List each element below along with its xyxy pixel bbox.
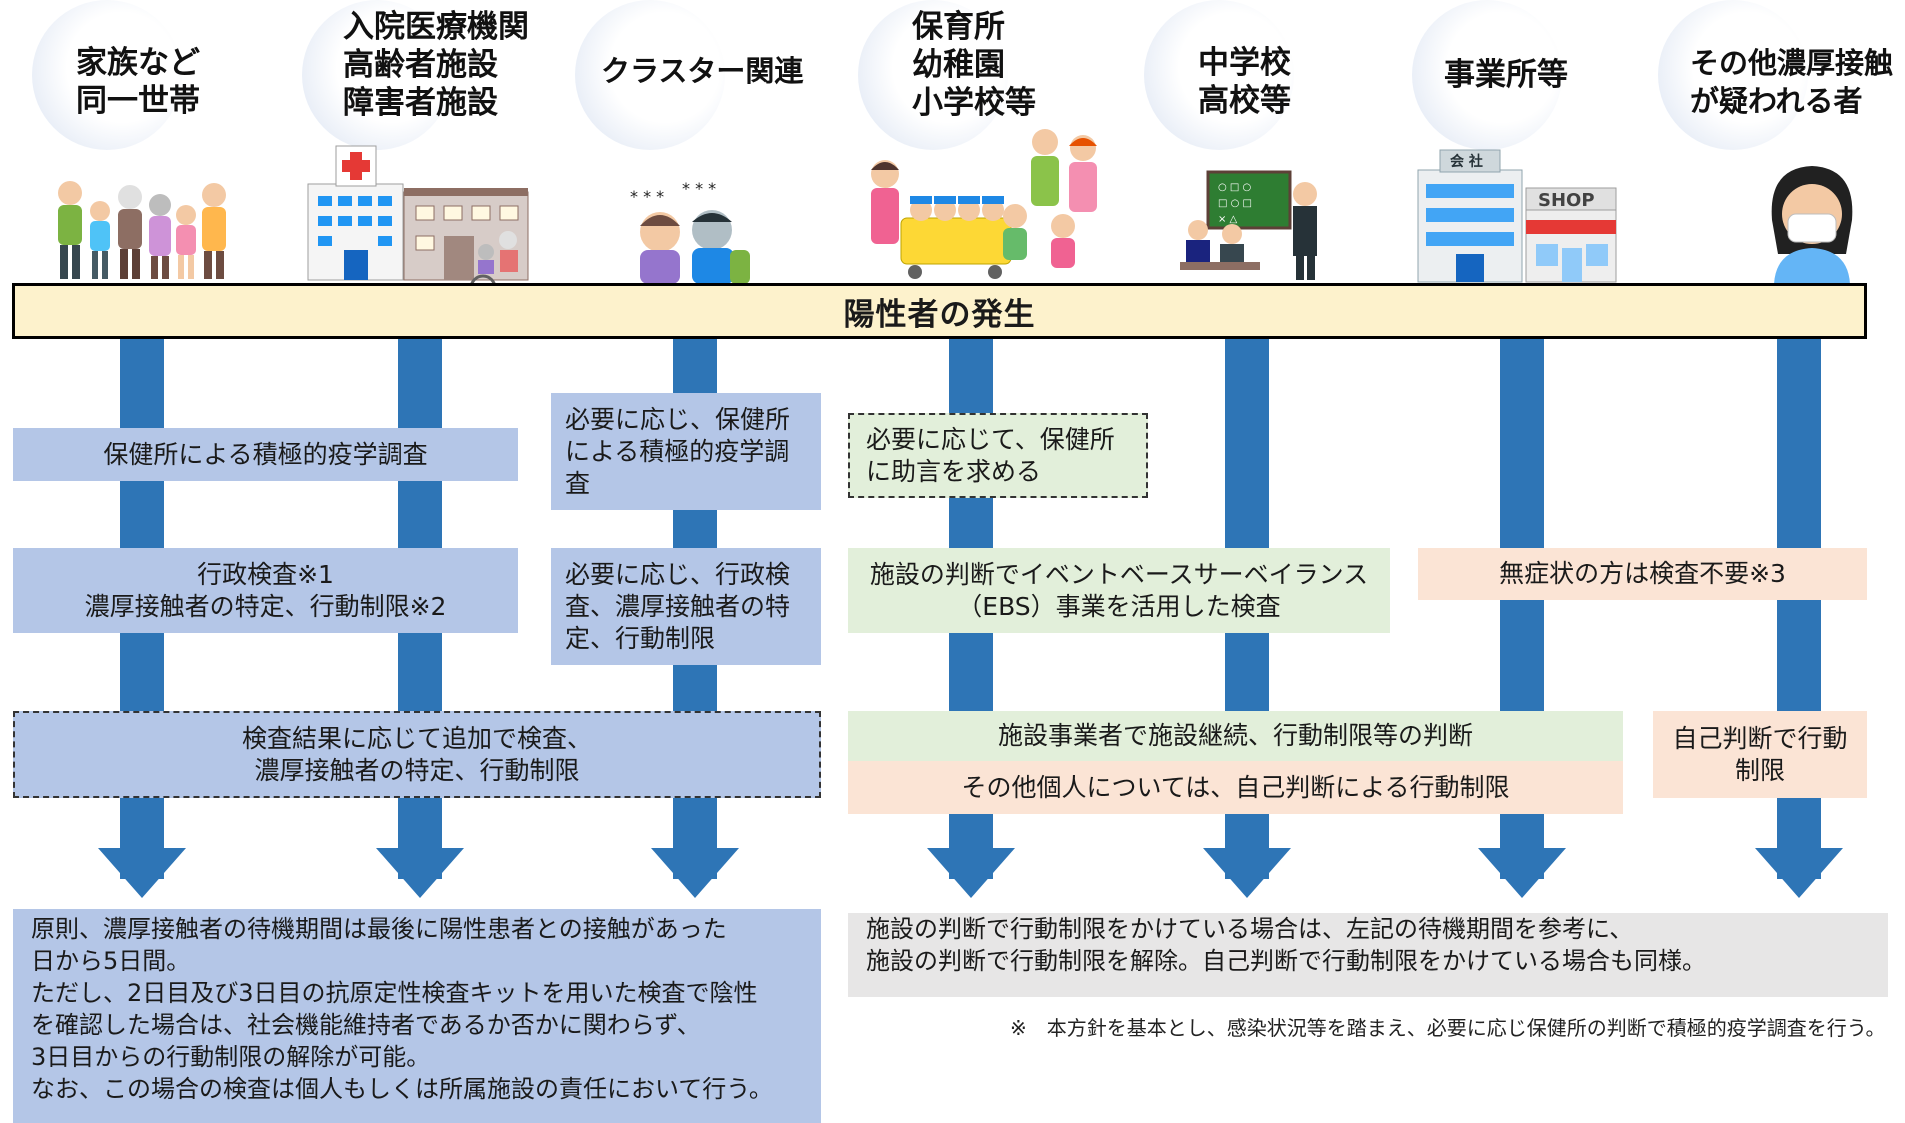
waiting-period-line: 原則、濃厚接触者の待機期間は最後に陽性患者との接触があった — [31, 915, 727, 943]
admin-test-box: 行政検査※1 濃厚接触者の特定、行動制限※2 — [13, 548, 518, 633]
flow-arrow-head — [376, 848, 464, 898]
category-bubble — [575, 0, 725, 150]
flow-arrow-head — [651, 848, 739, 898]
person-figure — [202, 183, 226, 279]
person-figure — [176, 205, 196, 279]
category-bubble — [1658, 0, 1808, 150]
asymptomatic-box: 無症状の方は検査不要※3 — [1418, 548, 1867, 600]
svg-text:○ □ ○: ○ □ ○ — [1218, 182, 1251, 193]
ebs-box: 施設の判断でイベントベースサーベイランス （EBS）事業を活用した検査 — [848, 548, 1390, 633]
footnote: ※ 本方針を基本とし、感染状況等を踏まえ、必要に応じ保健所の判断で積極的疫学調査… — [1010, 1016, 1886, 1040]
hospital-illustration — [307, 145, 529, 302]
additional-test-line1: 検査結果に応じて追加で検査、 — [241, 723, 592, 753]
masked-person-illustration — [1771, 166, 1853, 284]
svg-text:* * *: * * * — [630, 187, 664, 206]
facility-decision-text: 施設事業者で施設継続、行動制限等の判断 — [997, 721, 1473, 750]
survey-optional-text: 必要に応じ、保健所による積極的疫学調査 — [565, 404, 791, 498]
flow-arrow-head — [927, 848, 1015, 898]
office-shop-illustration: 会 社 SHOP — [1417, 149, 1617, 283]
admin-test-title: 行政検査※1 — [197, 559, 334, 589]
category-label-family: 家族など同一世帯 — [76, 45, 200, 119]
category-bubble — [1412, 0, 1562, 150]
waiting-period-box: 原則、濃厚接触者の待機期間は最後に陽性患者との接触があった 日から5日間。 ただ… — [13, 909, 821, 1123]
waiting-period-line: ただし、2日目及び3日目の抗原定性検査キットを用いた検査で陰性 — [31, 979, 758, 1007]
additional-test-line2: 濃厚接触者の特定、行動制限 — [254, 755, 580, 785]
svg-text:× △: × △ — [1218, 214, 1238, 225]
positive-case-banner: 陽性者の発生 — [12, 283, 1867, 339]
admin-test-optional-box: 必要に応じ、行政検査、濃厚接触者の特定、行動制限 — [551, 548, 821, 665]
flow-arrow-head — [1755, 848, 1843, 898]
facility-release-box: 施設の判断で行動制限をかけている場合は、左記の待機期間を参考に、 施設の判断で行… — [848, 913, 1888, 997]
category-label-office: 事業所等 — [1444, 57, 1568, 93]
ebs-text-line2: （EBS）事業を活用した検査 — [957, 591, 1281, 621]
family-illustration — [58, 181, 226, 279]
self-restriction-box: 自己判断で行動制限 — [1653, 711, 1867, 798]
additional-test-box: 検査結果に応じて追加で検査、 濃厚接触者の特定、行動制限 — [13, 711, 821, 798]
waiting-period-line: を確認した場合は、社会機能維持者であるか否かに関わらず、 — [31, 1011, 701, 1039]
category-label-medical: 入院医療機関高齢者施設障害者施設 — [343, 9, 529, 121]
waiting-period-line: 日から5日間。 — [31, 947, 191, 975]
flow-arrow-head — [1203, 848, 1291, 898]
admin-test-detail: 濃厚接触者の特定、行動制限※2 — [84, 591, 447, 621]
school-illustration: ○ □ ○ □ ○ □ × △ — [1180, 170, 1317, 280]
survey-text: 保健所による積極的疫学調査 — [103, 439, 428, 469]
individual-decision-box: その他個人については、自己判断による行動制限 — [848, 761, 1623, 814]
category-label-nursery: 保育所幼稚園小学校等 — [912, 9, 1036, 121]
category-label-cluster: クラスター関連 — [601, 54, 804, 88]
facility-release-line: 施設の判断で行動制限を解除。自己判断で行動制限をかけている場合も同様。 — [866, 947, 1706, 975]
category-bubble — [1144, 0, 1294, 150]
self-restriction-text: 自己判断で行動制限 — [1672, 723, 1848, 785]
nursery-illustration — [871, 129, 1097, 279]
waiting-period-line: なお、この場合の検査は個人もしくは所属施設の責任において行う。 — [31, 1075, 773, 1103]
category-bubble — [302, 0, 452, 150]
admin-test-optional-text: 必要に応じ、行政検査、濃厚接触者の特定、行動制限 — [565, 559, 791, 653]
survey-optional-box: 必要に応じ、保健所による積極的疫学調査 — [551, 393, 821, 510]
category-label-other: その他濃厚接触が疑われる者 — [1690, 46, 1894, 118]
advice-text: 必要に応じて、保健所に助言を求める — [866, 424, 1115, 486]
flow-arrow-head — [98, 848, 186, 898]
facility-decision-box: 施設事業者で施設継続、行動制限等の判断 — [848, 711, 1623, 761]
category-bubble — [858, 0, 1008, 150]
svg-text:* * *: * * * — [682, 179, 716, 198]
asymptomatic-text: 無症状の方は検査不要※3 — [1499, 559, 1786, 588]
facility-release-line: 施設の判断で行動制限をかけている場合は、左記の待機期間を参考に、 — [866, 915, 1634, 943]
person-figure — [58, 181, 82, 279]
category-bubble — [32, 0, 182, 150]
individual-decision-text: その他個人については、自己判断による行動制限 — [961, 772, 1510, 802]
category-label-school: 中学校高校等 — [1198, 45, 1291, 119]
advice-box: 必要に応じて、保健所に助言を求める — [848, 413, 1148, 498]
flow-arrow-shaft — [1777, 339, 1821, 879]
office-sign: 会 社 — [1450, 153, 1483, 170]
person-figure — [118, 185, 142, 279]
person-figure — [90, 201, 110, 279]
flow-arrow-head — [1478, 848, 1566, 898]
survey-box: 保健所による積極的疫学調査 — [13, 428, 518, 481]
ebs-text-line1: 施設の判断でイベントベースサーベイランス — [869, 559, 1369, 589]
waiting-period-line: 3日目からの行動制限の解除が可能。 — [31, 1043, 431, 1071]
shop-sign: SHOP — [1538, 190, 1595, 211]
person-figure — [149, 194, 171, 279]
cluster-illustration: * * * * * * — [630, 179, 750, 284]
svg-text:□ ○ □: □ ○ □ — [1218, 198, 1252, 209]
